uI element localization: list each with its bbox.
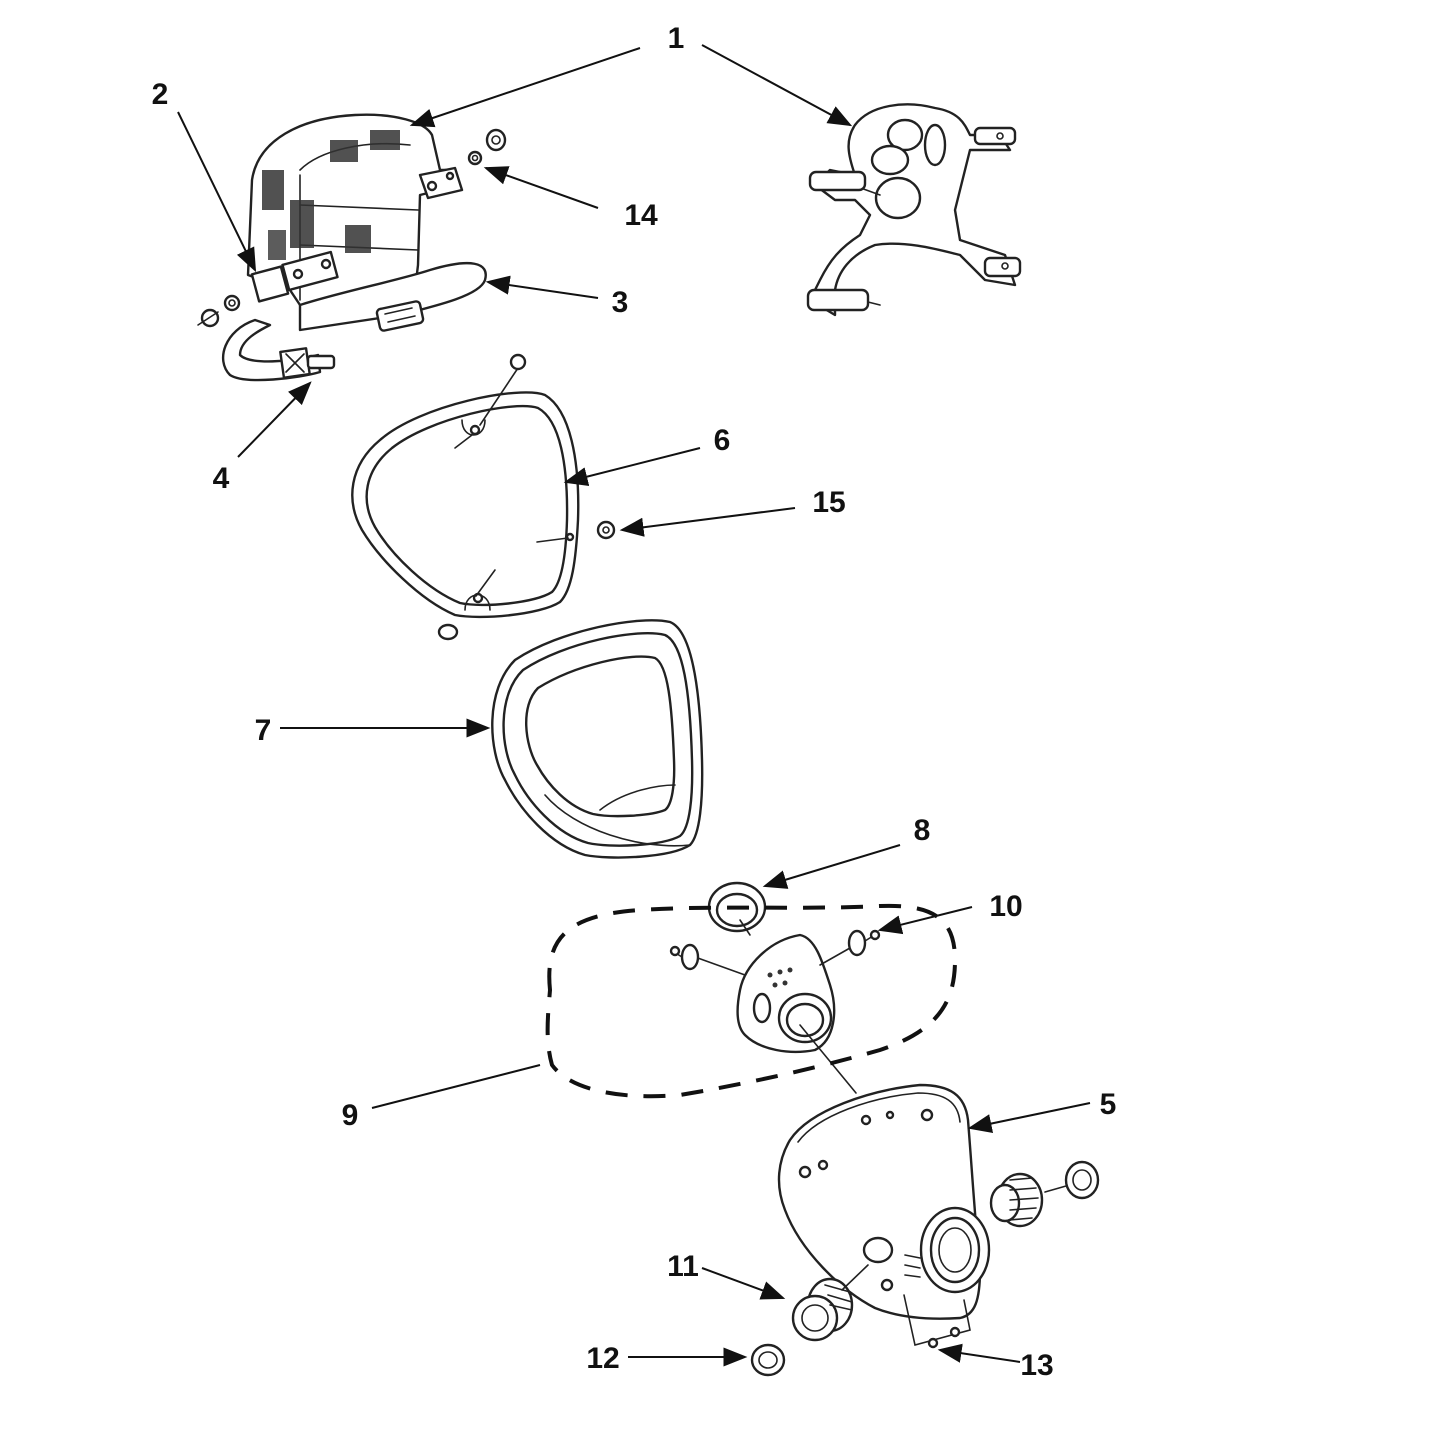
lens-retainer-ring [351, 353, 580, 641]
leader-5 [967, 1102, 1091, 1133]
callout-11: 11 [667, 1250, 699, 1283]
callout-15: 15 [812, 486, 845, 519]
callout-13: 13 [1020, 1349, 1053, 1382]
callout-numbers: 1 2 3 4 5 6 7 8 9 10 11 12 13 14 15 [152, 22, 1117, 1382]
cartridge-adapter-right [989, 1160, 1100, 1228]
spider-harness [806, 103, 1022, 317]
callout-12: 12 [586, 1342, 619, 1375]
callout-9: 9 [342, 1099, 359, 1132]
callout-5: 5 [1100, 1088, 1117, 1121]
harness-screw-14 [467, 128, 507, 166]
callout-3: 3 [612, 286, 629, 319]
leader-3 [485, 275, 599, 299]
callout-4: 4 [213, 462, 230, 495]
leader-9 [371, 1064, 541, 1109]
leader-14 [483, 166, 599, 209]
valve-flaps [669, 929, 881, 971]
callout-6: 6 [714, 424, 731, 457]
callout-7: 7 [255, 714, 272, 747]
leader-4 [237, 381, 312, 458]
leader-1b [701, 44, 853, 127]
leader-lines [177, 44, 1091, 1367]
head-strap [298, 262, 487, 332]
neck-strap [221, 318, 336, 382]
leader-2 [177, 111, 257, 273]
harness-buckle [250, 250, 339, 303]
leader-1a [409, 47, 641, 128]
nosecup [694, 919, 857, 1094]
leader-15 [619, 507, 796, 537]
filter-disc [750, 1343, 786, 1377]
leader-10 [877, 906, 973, 935]
nut-15 [596, 520, 616, 540]
callout-8: 8 [914, 814, 931, 847]
harness-screws-left [197, 294, 241, 328]
callout-10: 10 [989, 890, 1022, 923]
callout-2: 2 [152, 78, 169, 111]
outer-mask-body [777, 1083, 991, 1349]
callout-14: 14 [624, 199, 658, 232]
leader-8 [762, 844, 901, 889]
head-harness-mesh [246, 113, 464, 307]
facepiece-lens [491, 619, 704, 859]
leader-6 [563, 447, 701, 486]
callout-1: 1 [668, 22, 685, 55]
leader-13 [937, 1343, 1021, 1363]
cartridge-adapter-left [791, 1264, 869, 1342]
leader-11 [701, 1267, 786, 1300]
facepiece-outline-dashed [545, 903, 958, 1099]
